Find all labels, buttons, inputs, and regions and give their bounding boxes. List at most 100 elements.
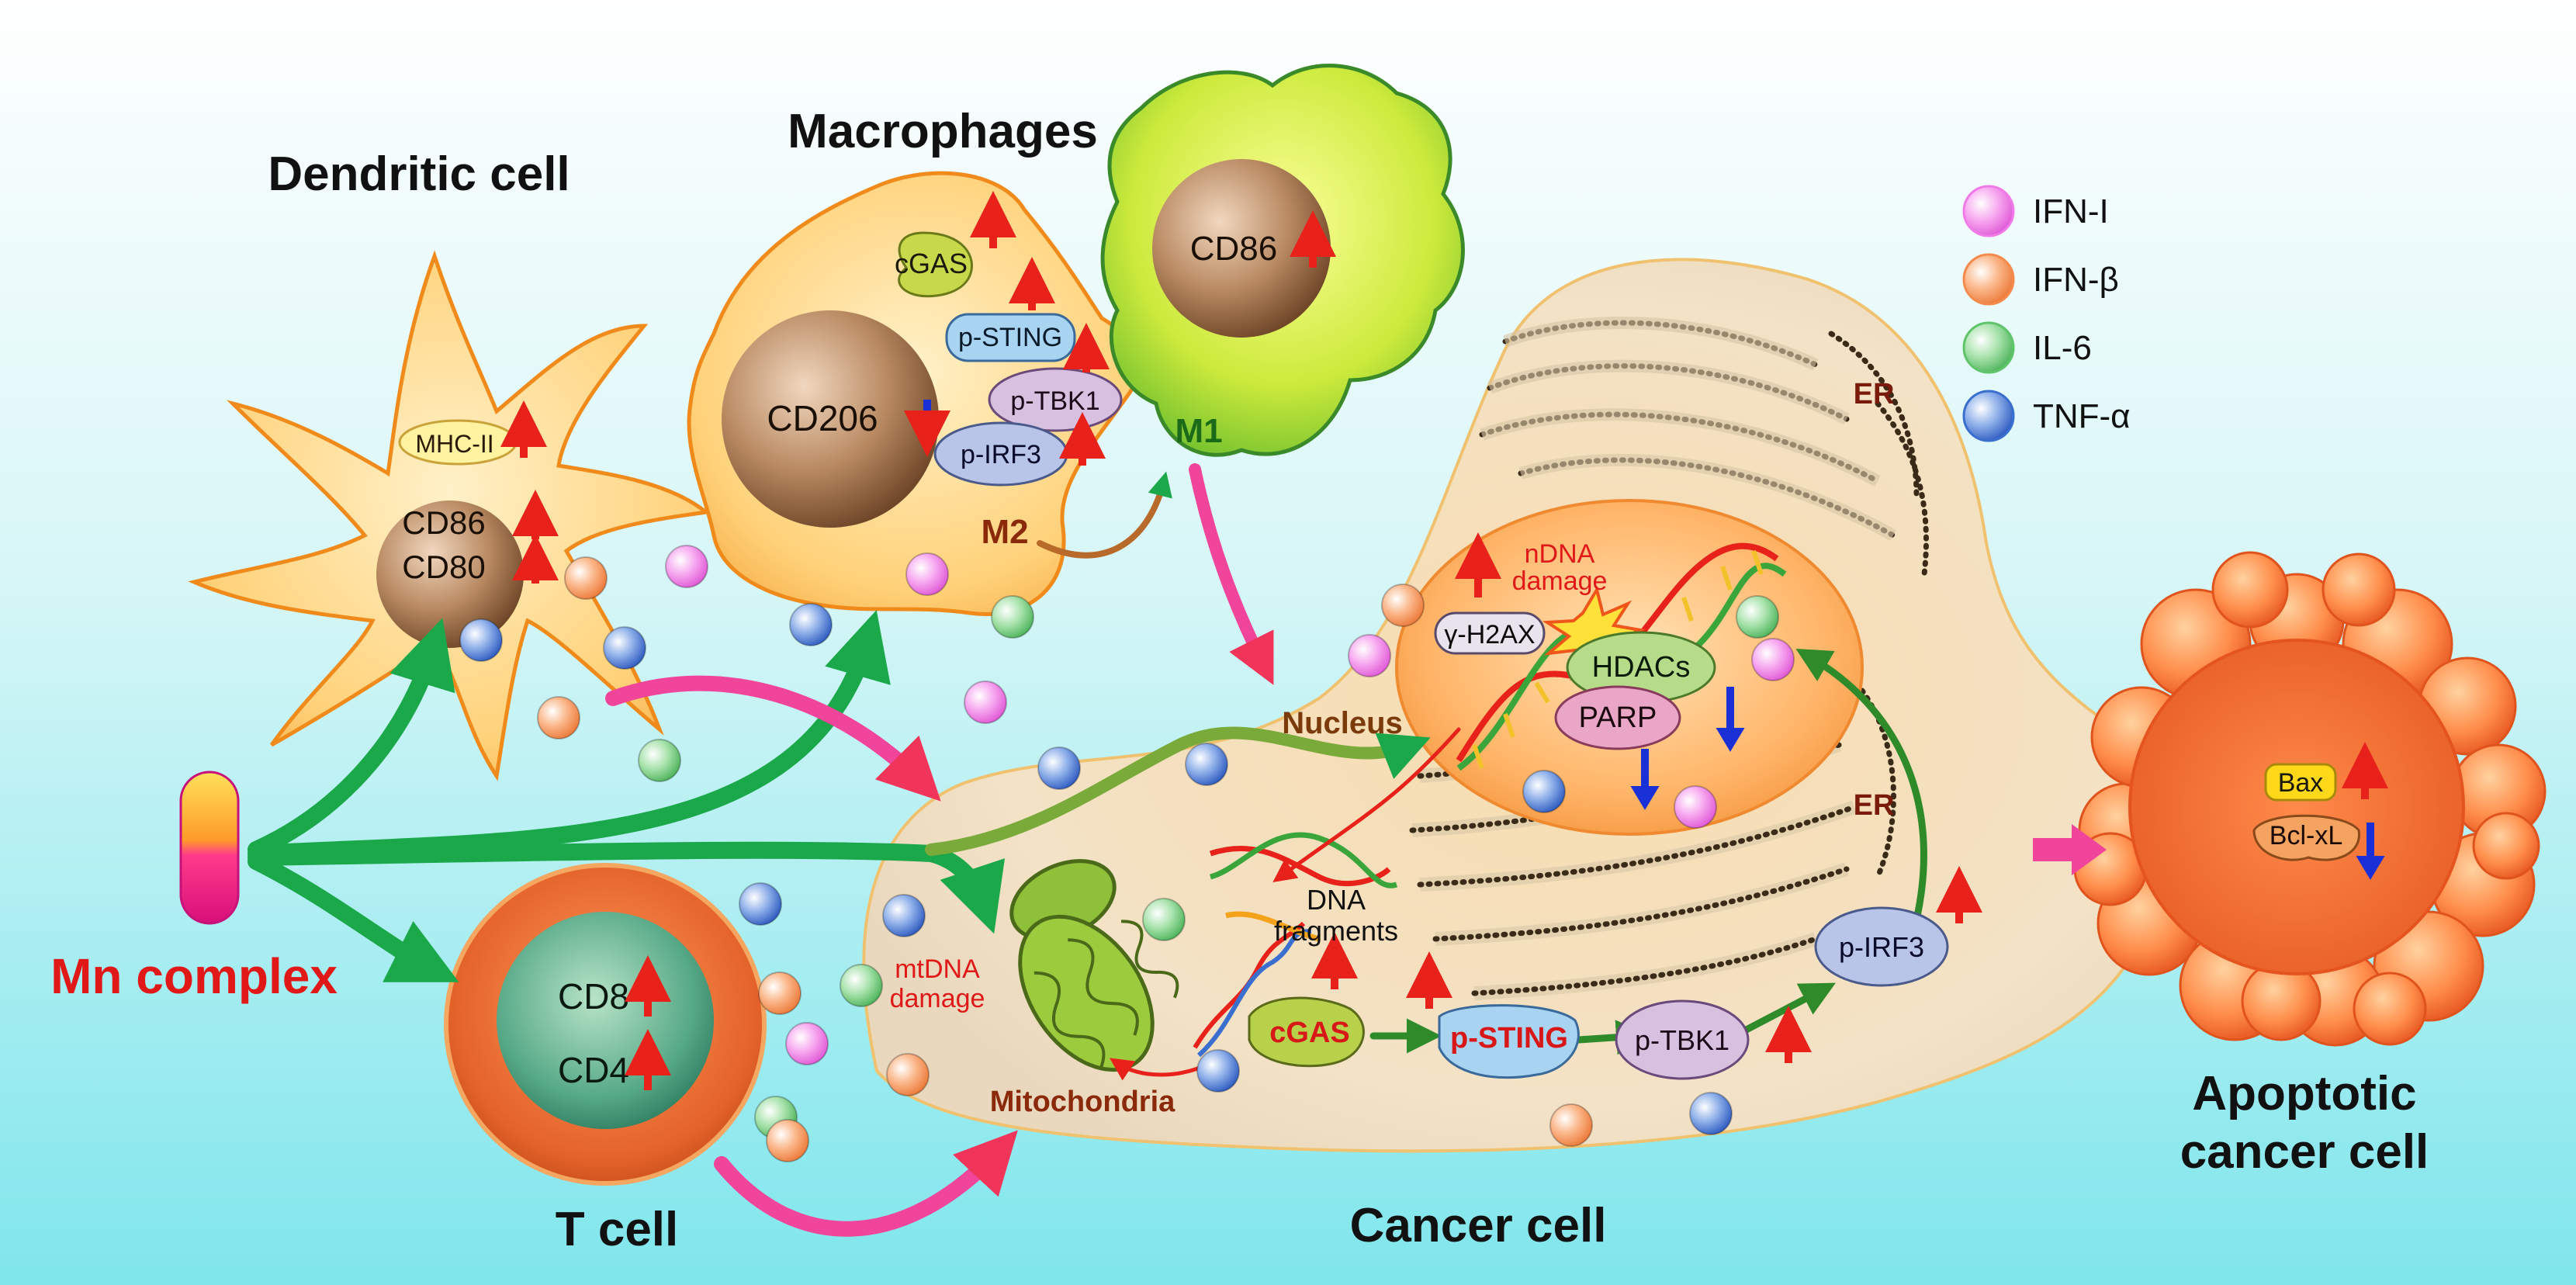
apoptotic-bleb-12 (2211, 551, 2289, 629)
ifn-i-dot-27 (1751, 638, 1795, 681)
m2-macrophage: CD206 cGAS p-STING p-TBK1 p-IRF3 M2 (687, 171, 1143, 616)
dna-fragments-line2: fragments (1274, 915, 1398, 947)
dna-fragments-line1: DNA (1307, 884, 1366, 916)
apoptotic-markers: Bax Bcl-xL (2252, 742, 2388, 880)
mhc2-label: MHC-II (415, 430, 493, 458)
cancer-ptbk1-label: p-TBK1 (1635, 1024, 1729, 1056)
apoptotic-title-line2: cancer cell (2180, 1125, 2429, 1179)
ifn-i-dot-9 (964, 681, 1007, 724)
ifn-beta-dot-19 (766, 1119, 809, 1162)
legend-label-ifn-i: IFN-I (2033, 192, 2109, 230)
tnf-alpha-dot-2 (459, 618, 503, 662)
tnf-alpha-dot-28 (1522, 770, 1566, 813)
t-cell: CD8 CD4 (444, 863, 767, 1186)
ifn-i-dot-29 (1674, 785, 1717, 829)
gh2ax-label: γ-H2AX (1444, 620, 1535, 649)
parp-label: PARP (1579, 701, 1657, 734)
dc-cd80-label: CD80 (402, 549, 485, 585)
apoptotic-title-line1: Apoptotic (2192, 1067, 2416, 1120)
t-cell-title: T cell (556, 1203, 679, 1256)
cancer-cgas-label: cGAS (1269, 1017, 1349, 1049)
cancer-psting-label: p-STING (1450, 1022, 1568, 1055)
bclxl-shape (2252, 814, 2360, 861)
ifn-beta-dot-22 (1549, 1103, 1593, 1147)
ifn-beta-dot-16 (758, 972, 802, 1015)
ifn-beta-dot-0 (564, 556, 608, 600)
mitochondria (1009, 859, 1179, 1072)
tnf-alpha-dot-12 (739, 882, 782, 926)
pink-arrows (605, 463, 1274, 1237)
mtdna-damage-line1: mtDNA (895, 954, 980, 984)
ndna-damage-line1: nDNA (1525, 539, 1595, 569)
ifn-beta-dot-20 (886, 1053, 930, 1096)
mac-psting-label: p-STING (958, 323, 1062, 352)
cancer-pirf3-label: p-IRF3 (1839, 931, 1924, 963)
bax-shape (2264, 763, 2337, 802)
legend-label-tnf-alpha: TNF-α (2033, 397, 2131, 435)
dc-nucleus (376, 500, 524, 648)
tnf-alpha-dot-3 (603, 626, 646, 670)
macrophages-title: Macrophages (788, 105, 1098, 158)
bax-label: Bax (2278, 768, 2324, 798)
ifn-i-dot-7 (905, 552, 949, 596)
ifn-beta-dot-24 (1381, 584, 1425, 627)
m1-nucleus (1152, 159, 1331, 338)
parp-shape (1554, 685, 1681, 750)
mac-cgas-label: cGAS (895, 248, 968, 279)
legend-swatch-ifn-i (1962, 185, 2015, 237)
cancer-markers: cGAS p-STING p-TBK1 p-IRF3 γ-H2AX HDACs … (1248, 532, 1982, 1080)
mac-cd206-label: CD206 (767, 398, 878, 438)
il6-dot-5 (638, 739, 681, 782)
ifn-i-dot-17 (785, 1022, 829, 1065)
ndna-damage-line2: damage (1512, 566, 1608, 596)
legend-swatch-tnf-alpha (1962, 390, 2015, 442)
gh2ax-shape (1434, 611, 1546, 655)
m1-label: M1 (1175, 412, 1222, 450)
mtdna-damage-line2: damage (890, 984, 985, 1013)
t-cd4-label: CD4 (558, 1050, 629, 1090)
ifn-i-dot-1 (665, 545, 708, 588)
m1-cd86-label: CD86 (1190, 230, 1278, 268)
il6-dot-15 (1142, 898, 1186, 941)
nucleus-label: Nucleus (1282, 706, 1403, 740)
mtdna-helix (1193, 921, 1306, 1049)
il6-dot-8 (991, 595, 1034, 639)
apoptotic-cancer-cell (2073, 551, 2547, 1047)
tnf-alpha-dot-21 (1196, 1049, 1240, 1093)
legend-swatch-il6 (1962, 321, 2015, 374)
tnf-alpha-dot-13 (882, 894, 926, 937)
apoptotic-bleb-14 (2472, 812, 2540, 880)
mac-cgas-shape (898, 231, 973, 298)
bclxl-label: Bcl-xL (2270, 821, 2342, 850)
dna-fragments-helix (1209, 832, 1398, 942)
ifn-beta-dot-4 (537, 696, 580, 739)
dc-cd86-label: CD86 (402, 504, 485, 541)
mitochondria-label: Mitochondria (990, 1086, 1175, 1118)
cancer-cell-title: Cancer cell (1350, 1199, 1607, 1252)
mn-complex-pill (179, 771, 240, 925)
m2-label: M2 (981, 513, 1028, 551)
il6-dot-14 (840, 964, 883, 1007)
legend-label-il6: IL-6 (2033, 329, 2092, 367)
m1-macrophage: CD86 M1 (1100, 64, 1465, 457)
il6-dot-26 (1736, 595, 1779, 639)
apoptotic-bleb-16 (2353, 972, 2427, 1046)
er-bottom-label: ER (1854, 789, 1895, 822)
tnf-alpha-dot-10 (1037, 746, 1081, 790)
dendritic-cell: MHC-II CD86 CD80 (188, 250, 712, 781)
cytokine-dots (459, 545, 1795, 1162)
mn-complex-label: Mn complex (50, 948, 338, 1004)
er-top-label: ER (1854, 378, 1895, 410)
cancer-ptbk1-shape (1615, 999, 1750, 1080)
apoptosis-arrow (2033, 824, 2107, 875)
legend-swatch-ifn-beta (1962, 253, 2015, 306)
ifn-i-dot-25 (1348, 634, 1391, 677)
tnf-alpha-dot-23 (1689, 1092, 1733, 1135)
hdacs-label: HDACs (1592, 651, 1691, 684)
t-cell-nucleus (497, 912, 714, 1129)
legend-label-ifn-beta: IFN-β (2033, 261, 2119, 299)
cancer-pirf3-shape (1814, 906, 1949, 987)
